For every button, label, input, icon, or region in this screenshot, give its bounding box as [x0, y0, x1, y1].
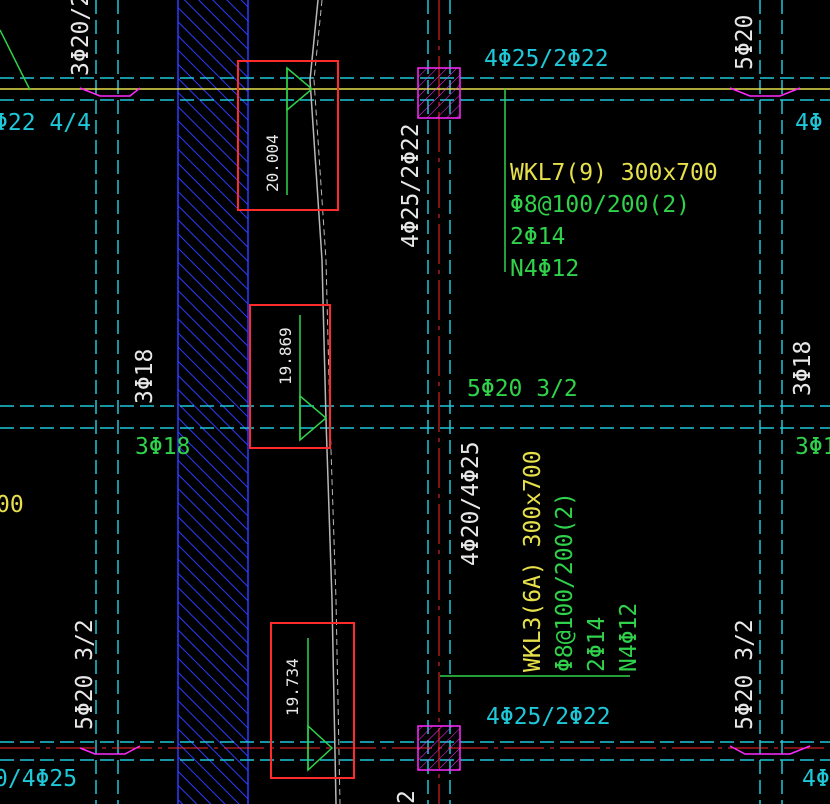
rebar-label-left-edge: 00 — [0, 492, 24, 518]
elevation-1-label: 20.004 — [263, 134, 282, 192]
highlight-box-1[interactable] — [237, 60, 339, 211]
elevation-marker-2 — [299, 315, 328, 442]
rebar-label-bottom-left: 0/4Φ25 — [0, 766, 77, 792]
highlight-box-2[interactable] — [249, 304, 331, 449]
elevation-marker-1 — [286, 66, 314, 195]
rebar-label-bottom-right: 4Φ — [802, 766, 830, 792]
rebar-label-right-col-vert: 3Φ18 — [790, 341, 816, 396]
rebar-label-bottom-mid: 4Φ25/2Φ22 — [486, 704, 611, 730]
highlight-box-3[interactable] — [270, 622, 355, 779]
slope-boundary-line — [309, 0, 337, 804]
beam-wkl3-top-bars: 2Φ14 — [584, 617, 610, 672]
beam-annotation-wkl3[interactable]: WKL3(6A) 300x700 Φ8@100/200(2) 2Φ14 N4Φ1… — [520, 450, 642, 672]
beam-wkl3-side-bars: N4Φ12 — [616, 603, 642, 672]
hatched-wall-band — [177, 0, 249, 804]
elevation-2-label: 19.869 — [276, 327, 295, 385]
beam-wkl3-stirrup: Φ8@100/200(2) — [552, 492, 578, 672]
beam-wkl7-side-bars: N4Φ12 — [510, 256, 579, 282]
rebar-label-bottom-left-vert: 5Φ20 3/2 — [72, 619, 98, 730]
rebar-label-center-vert2: 4Φ20/4Φ25 — [458, 441, 484, 566]
rebar-label-right-row2: 4Φ — [795, 110, 823, 136]
rebar-label-left-row2: Φ22 4/4 — [0, 110, 91, 136]
beam-wkl7-stirrup: Φ8@100/200(2) — [510, 192, 690, 218]
rebar-label-left-mid: 3Φ18 — [135, 434, 190, 460]
rebar-bend-marks — [79, 87, 811, 755]
leader-lines — [0, 29, 630, 677]
rebar-label-bottom-right-vert: 5Φ20 3/2 — [732, 619, 758, 730]
rebar-label-top-mid: 4Φ25/2Φ22 — [484, 46, 609, 72]
rebar-label-center-mid: 5Φ20 3/2 — [467, 376, 578, 402]
rebar-label-left-col-vert: 3Φ18 — [132, 349, 158, 404]
rebar-label-mid-vert: 4Φ25/2Φ22 — [398, 123, 424, 248]
beam-wkl7-name: WKL7(9) 300x700 — [510, 160, 718, 186]
rebar-label-right-mid: 3Φ1 — [795, 434, 830, 460]
rebar-label-top-left-vert: 3Φ20/2 — [68, 0, 94, 76]
rebar-label-top-right-vert: 5Φ20 — [732, 15, 758, 70]
rebar-label-bottom-small: 2 — [394, 790, 420, 804]
beam-wkl3-name: WKL3(6A) 300x700 — [520, 450, 546, 672]
elevation-3-label: 19.734 — [283, 658, 302, 716]
column-bottom — [417, 725, 461, 771]
beam-annotation-wkl7[interactable]: WKL7(9) 300x700 Φ8@100/200(2) 2Φ14 N4Φ12 — [510, 160, 718, 282]
elevation-marker-3 — [307, 638, 334, 772]
column-top — [417, 67, 461, 119]
beam-wkl7-top-bars: 2Φ14 — [510, 224, 565, 250]
